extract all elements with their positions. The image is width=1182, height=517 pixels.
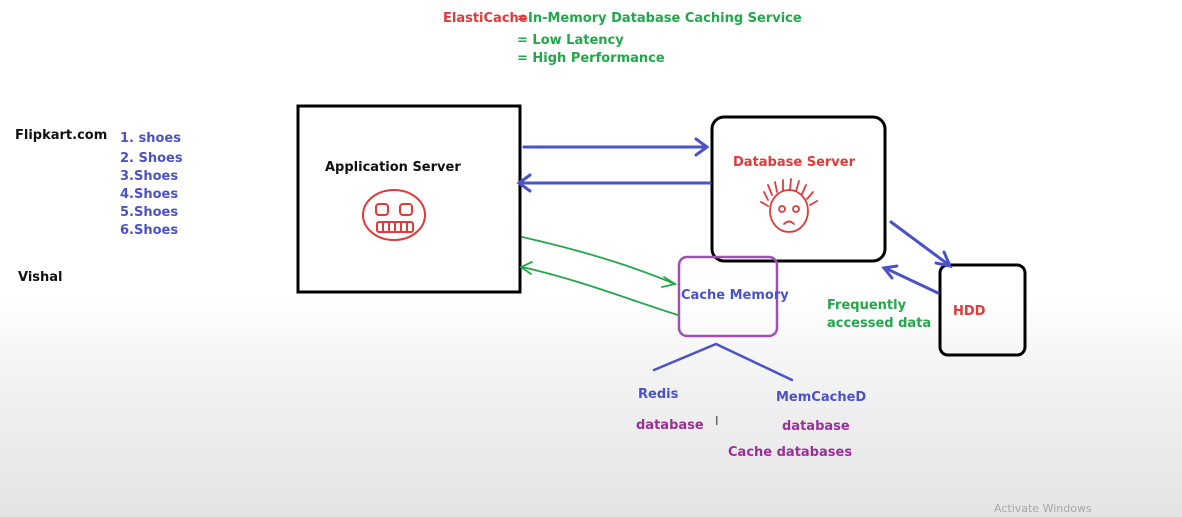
cache-memory-box: [677, 255, 779, 338]
list-item: 6.Shoes: [120, 223, 179, 238]
activate-windows-watermark: Activate Windows: [994, 502, 1092, 515]
application-server-label: Application Server: [325, 160, 461, 175]
cache-databases-label: Cache databases: [728, 445, 853, 460]
app-server-face-doodle: [362, 189, 426, 241]
database-server-box: [710, 115, 887, 263]
title-low-latency: = Low Latency: [517, 33, 624, 48]
db-server-face-doodle: [760, 178, 818, 233]
cache-tree-lines: [652, 342, 794, 382]
list-item: 2. Shoes: [120, 151, 183, 166]
title-high-performance: = High Performance: [517, 51, 665, 66]
list-item: 4.Shoes: [120, 187, 179, 202]
application-server-box: [296, 104, 522, 294]
memcached-label: MemCacheD: [776, 390, 867, 405]
database-server-label: Database Server: [733, 155, 856, 170]
hdd-box: [938, 263, 1027, 357]
redis-database-label: database: [636, 418, 704, 433]
title-equals: =: [517, 11, 528, 26]
accessed-data-label: accessed data: [827, 316, 932, 331]
title-elasticache: ElastiCache: [443, 11, 528, 26]
app-to-db-arrow: [522, 137, 710, 157]
text-cursor: I: [715, 414, 719, 428]
hdd-label: HDD: [953, 304, 986, 319]
db-to-app-arrow: [516, 173, 712, 193]
title-definition: In-Memory Database Caching Service: [528, 11, 802, 26]
redis-label: Redis: [638, 387, 679, 402]
cache-memory-label: Cache Memory: [681, 288, 789, 303]
list-item: 5.Shoes: [120, 205, 179, 220]
cache-to-app-arrow: [519, 261, 679, 316]
db-to-hdd-arrow: [889, 220, 953, 269]
list-item: 1. shoes: [120, 131, 181, 146]
list-item: 3.Shoes: [120, 169, 179, 184]
app-to-cache-arrow: [521, 236, 678, 288]
frequently-label: Frequently: [827, 298, 907, 313]
memcached-database-label: database: [782, 419, 850, 434]
hdd-to-db-arrow: [881, 264, 940, 295]
user-label: Vishal: [18, 270, 63, 285]
site-label: Flipkart.com: [15, 128, 108, 143]
